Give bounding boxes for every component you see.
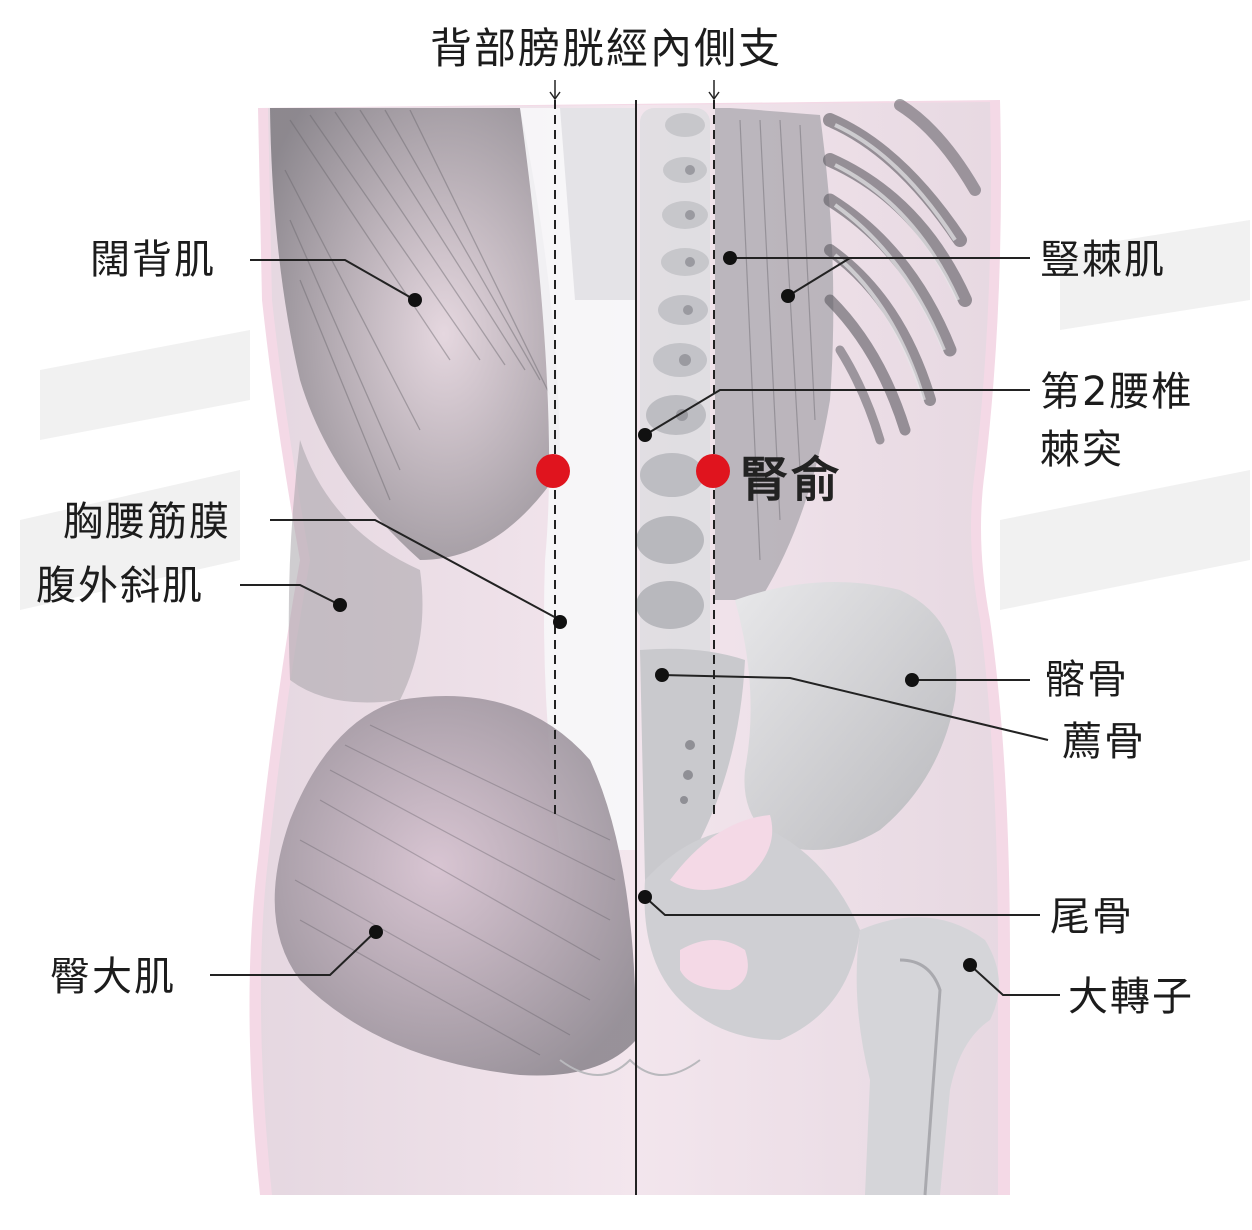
meridian-arrows [549, 80, 720, 101]
ilium-bone [735, 582, 957, 850]
meridian-header-label: 背部膀胱經內側支 [430, 24, 783, 73]
erector-spinae-muscle [715, 108, 834, 600]
sacral-foramina [680, 740, 695, 804]
label-external-oblique: 腹外斜肌 [36, 563, 204, 609]
label-acupoint-shenshu: 腎俞 [740, 452, 843, 508]
label-sacrum: 薦骨 [1062, 719, 1146, 765]
shenshu-acupoint-right [696, 454, 730, 488]
rib-highlights [833, 123, 960, 401]
label-coccyx: 尾骨 [1050, 894, 1134, 940]
leader-dots [333, 251, 977, 972]
gluteus-fibers [294, 724, 616, 1056]
obturator-foramen [680, 940, 748, 990]
external-oblique-muscle [288, 440, 423, 703]
gluteal-crease [559, 1058, 701, 1076]
femur-shade [899, 958, 942, 1196]
label-gluteus-maximus: 臀大肌 [50, 954, 176, 1000]
label-erector-spinae: 豎棘肌 [1040, 237, 1166, 283]
label-thoracolumbar-fascia: 胸腰筋膜 [63, 499, 231, 545]
label-l2-spinous-line2: 棘突 [1040, 427, 1124, 473]
label-ilium: 髂骨 [1045, 657, 1129, 703]
femur-bone [856, 917, 999, 1195]
watermark [20, 220, 1250, 610]
label-greater-trochanter: 大轉子 [1068, 974, 1194, 1020]
leader-lines [210, 257, 1060, 996]
label-l2-spinous-line1: 第2腰椎 [1040, 369, 1194, 415]
sacrum-bone [640, 648, 745, 880]
sciatic-notch [670, 815, 773, 890]
vertebral-column [636, 108, 710, 668]
label-latissimus: 闊背肌 [90, 237, 216, 283]
gluteus-maximus-muscle [274, 696, 636, 1076]
fascia-shade [560, 108, 636, 300]
latissimus-muscle [270, 108, 560, 560]
latissimus-fibers [284, 109, 551, 501]
shenshu-acupoint-left [536, 454, 570, 488]
